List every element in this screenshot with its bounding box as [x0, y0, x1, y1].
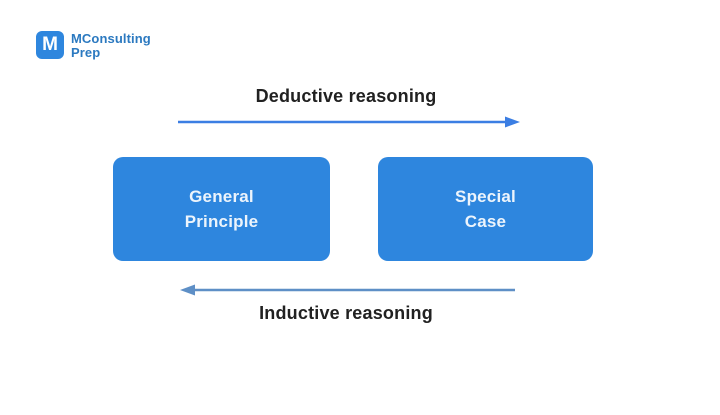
general-principle-box-label: General Principle [185, 184, 259, 234]
m-logo-icon: M [36, 31, 64, 59]
mconsultingprep-logo: M MConsulting Prep [36, 31, 151, 60]
inductive-left-arrow-icon [180, 284, 515, 296]
logo-wordmark: MConsulting Prep [71, 31, 151, 60]
special-case-box-label: Special Case [455, 184, 516, 234]
general-principle-line2: Principle [184, 212, 259, 231]
special-case-box: Special Case [378, 157, 593, 261]
deductive-reasoning-label: Deductive reasoning [255, 86, 437, 106]
general-principle-box: General Principle [113, 157, 330, 261]
logo-name-line1: MConsulting [71, 31, 151, 46]
general-principle-line1: General [189, 187, 254, 206]
inductive-reasoning-label: Inductive reasoning [259, 303, 433, 323]
m-logo-letter: M [42, 34, 58, 55]
logo-name-line2: Prep [71, 45, 101, 60]
special-case-line1: Special [455, 187, 516, 206]
deductive-right-arrow-icon [178, 116, 520, 128]
special-case-line2: Case [464, 212, 507, 231]
